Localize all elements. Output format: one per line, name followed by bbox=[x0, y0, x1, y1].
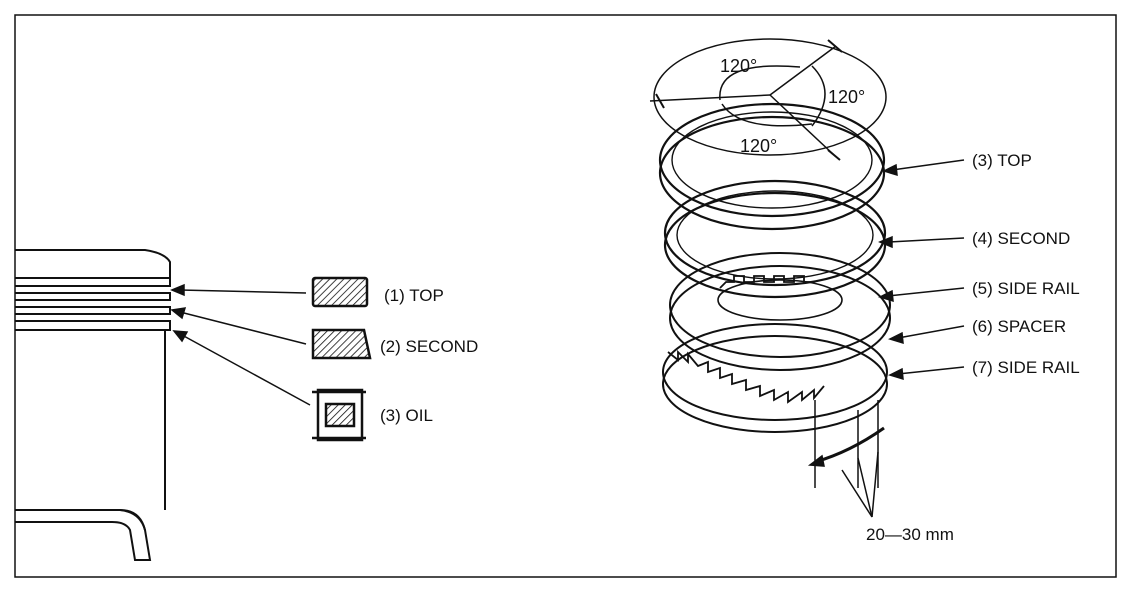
label-right-side-rail-lower: (7) SIDE RAIL bbox=[972, 358, 1080, 377]
oil-ring-assembly bbox=[662, 252, 891, 433]
label-left-top: (1) TOP bbox=[384, 286, 444, 305]
top-ring-section bbox=[311, 276, 369, 308]
label-right-spacer: (6) SPACER bbox=[972, 317, 1066, 336]
offset-dimension bbox=[807, 400, 885, 518]
second-ring-section bbox=[311, 328, 372, 360]
piston-body bbox=[15, 249, 171, 561]
piston-leader-lines bbox=[170, 283, 311, 406]
ring-leader-lines bbox=[877, 159, 965, 381]
figure-frame bbox=[14, 14, 1117, 578]
second-ring bbox=[663, 179, 887, 299]
label-left-oil: (3) OIL bbox=[380, 406, 433, 425]
gap-markers bbox=[655, 39, 843, 161]
label-right-side-rail-upper: (5) SIDE RAIL bbox=[972, 279, 1080, 298]
label-right-second: (4) SECOND bbox=[972, 229, 1070, 248]
oil-ring-section bbox=[312, 388, 366, 442]
angle-label-1: 120° bbox=[720, 56, 757, 76]
top-ring bbox=[658, 102, 886, 231]
angle-label-3: 120° bbox=[740, 136, 777, 156]
label-right-top: (3) TOP bbox=[972, 151, 1032, 170]
label-left-second: (2) SECOND bbox=[380, 337, 478, 356]
angle-label-2: 120° bbox=[828, 87, 865, 107]
offset-note: 20—30 mm bbox=[866, 525, 954, 544]
